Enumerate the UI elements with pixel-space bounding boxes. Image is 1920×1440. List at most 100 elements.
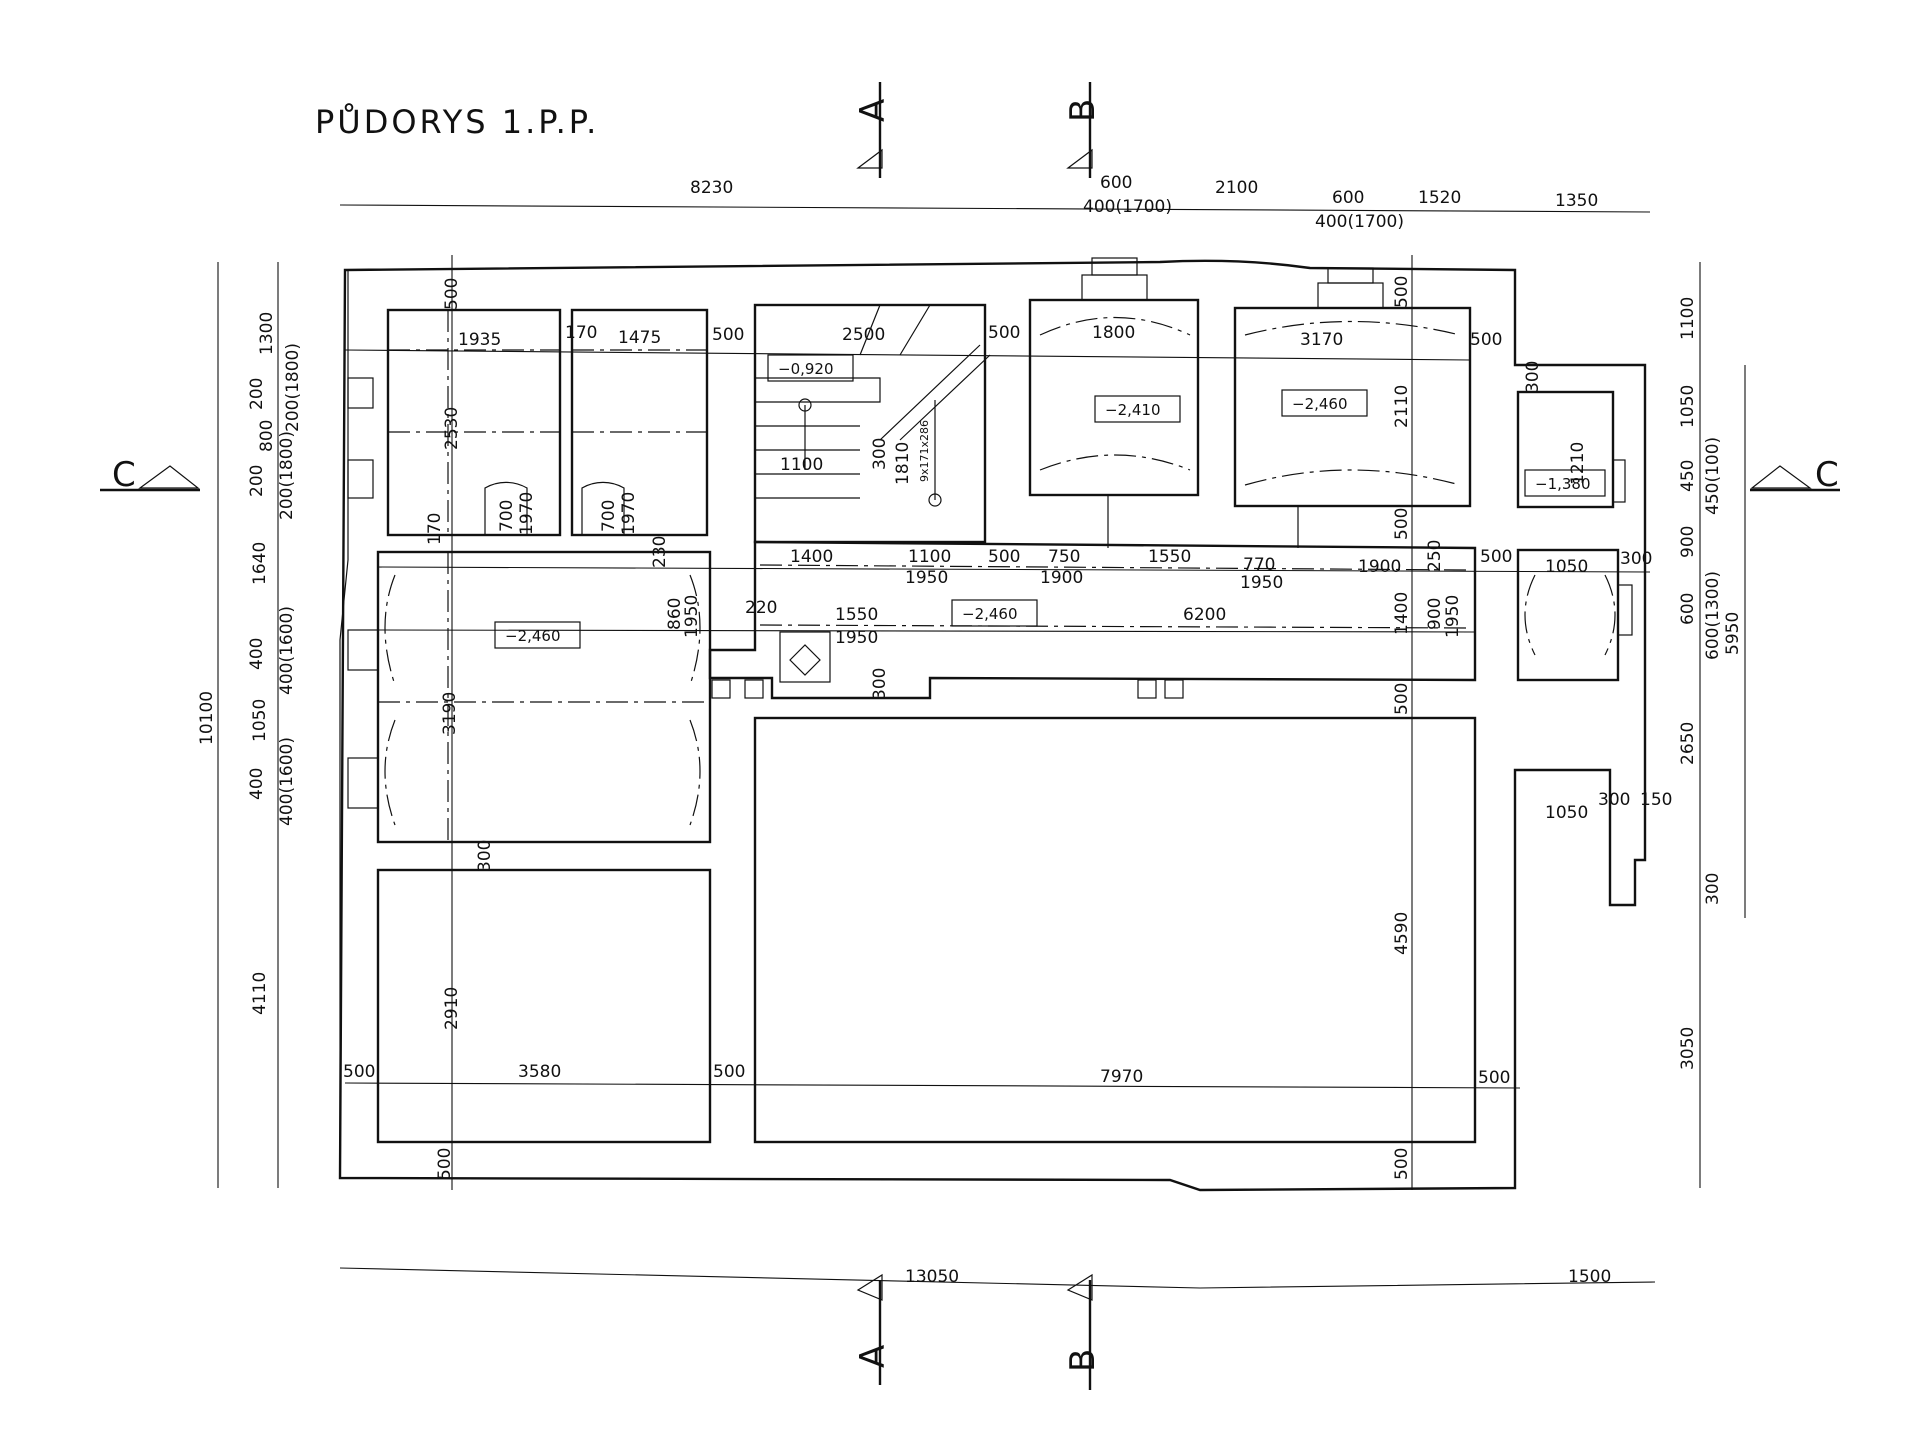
svg-text:2530: 2530	[442, 407, 462, 450]
svg-text:2910: 2910	[442, 987, 462, 1030]
dims-interior-vertical: 500 2530 170 700 1970 700 1970 230 860 1…	[425, 276, 1588, 1180]
svg-text:200: 200	[247, 378, 267, 410]
svg-text:700: 700	[599, 500, 619, 532]
svg-text:500: 500	[988, 323, 1020, 343]
svg-text:C: C	[112, 455, 136, 495]
room-lower-left	[376, 868, 712, 1144]
svg-text:860: 860	[665, 598, 685, 630]
outer-walls	[338, 259, 1647, 1192]
svg-text:400(1600): 400(1600)	[277, 606, 297, 695]
level-label-5: −2,460	[962, 605, 1018, 623]
svg-text:2500: 2500	[842, 325, 885, 345]
svg-text:9x171x286: 9x171x286	[918, 420, 931, 482]
svg-text:1935: 1935	[458, 330, 501, 350]
svg-text:500: 500	[435, 1148, 455, 1180]
section-marker-b-top: B	[1063, 82, 1103, 178]
svg-text:2650: 2650	[1678, 722, 1698, 765]
svg-text:1100: 1100	[780, 455, 823, 475]
dims-bottom: 13050 1500	[905, 1267, 1611, 1287]
level-label-3: −2,460	[1292, 395, 1348, 413]
svg-text:1050: 1050	[1545, 557, 1588, 577]
svg-text:500: 500	[343, 1062, 375, 1082]
svg-text:600: 600	[1100, 173, 1132, 193]
svg-text:500: 500	[1392, 683, 1412, 715]
svg-text:1400: 1400	[1392, 592, 1412, 635]
svg-text:200(1800): 200(1800)	[277, 431, 297, 520]
corridor	[708, 540, 1633, 700]
svg-text:1210: 1210	[1568, 442, 1588, 485]
svg-text:1950: 1950	[835, 628, 878, 648]
svg-text:1900: 1900	[1358, 557, 1401, 577]
svg-text:300: 300	[1620, 549, 1652, 569]
level-label-1: −0,920	[778, 360, 834, 378]
svg-text:1950: 1950	[1443, 595, 1463, 638]
svg-text:1050: 1050	[1678, 385, 1698, 428]
section-marker-c-right: C	[1750, 455, 1840, 495]
svg-text:B: B	[1063, 1349, 1103, 1372]
svg-text:1950: 1950	[1240, 573, 1283, 593]
svg-text:600: 600	[1332, 188, 1364, 208]
svg-text:1300: 1300	[257, 312, 277, 355]
svg-text:500: 500	[1478, 1068, 1510, 1088]
svg-text:500: 500	[988, 547, 1020, 567]
svg-text:300: 300	[475, 840, 495, 872]
svg-text:1970: 1970	[517, 492, 537, 535]
svg-text:400(1600): 400(1600)	[277, 737, 297, 826]
svg-text:3170: 3170	[1300, 330, 1343, 350]
svg-text:3050: 3050	[1678, 1027, 1698, 1070]
svg-text:1550: 1550	[835, 605, 878, 625]
svg-text:3190: 3190	[440, 692, 460, 735]
svg-text:170: 170	[565, 323, 597, 343]
svg-text:450(100): 450(100)	[1703, 437, 1723, 515]
svg-text:8230: 8230	[690, 178, 733, 198]
svg-text:400: 400	[247, 638, 267, 670]
svg-text:1520: 1520	[1418, 188, 1461, 208]
level-label-6: −2,460	[505, 627, 561, 645]
svg-text:200: 200	[247, 465, 267, 497]
dims-interior-horizontal: 1935 170 1475 500 2500 500 1800 3170 500…	[343, 323, 1672, 1088]
svg-text:300: 300	[1598, 790, 1630, 810]
svg-text:10100: 10100	[197, 691, 217, 745]
svg-text:200(1800): 200(1800)	[283, 343, 303, 432]
svg-text:170: 170	[425, 513, 445, 545]
room-upper-1	[386, 308, 562, 537]
svg-text:1500: 1500	[1568, 1267, 1611, 1287]
svg-text:1970: 1970	[619, 492, 639, 535]
svg-text:600(1300): 600(1300)	[1703, 571, 1723, 660]
section-marker-c-left: C	[100, 455, 200, 495]
svg-text:600: 600	[1678, 593, 1698, 625]
section-marker-b-bottom: B	[1063, 1273, 1103, 1390]
svg-text:5950: 5950	[1723, 612, 1743, 655]
svg-text:1050: 1050	[250, 699, 270, 742]
svg-text:3580: 3580	[518, 1062, 561, 1082]
room-upper-6	[1516, 390, 1626, 509]
svg-text:500: 500	[1392, 1148, 1412, 1180]
section-marker-a-top: A	[853, 82, 893, 178]
dims-left: 10100 1300 200 200(1800) 800 200 200(180…	[197, 312, 303, 1015]
dims-right: 1100 1050 450 450(100) 900 600 600(1300)…	[1678, 297, 1743, 1070]
svg-text:7970: 7970	[1100, 1067, 1143, 1087]
svg-text:1800: 1800	[1092, 323, 1135, 343]
svg-text:1350: 1350	[1555, 191, 1598, 211]
svg-text:2110: 2110	[1392, 385, 1412, 428]
svg-text:500: 500	[1470, 330, 1502, 350]
svg-text:1810: 1810	[893, 442, 913, 485]
svg-text:1100: 1100	[908, 547, 951, 567]
svg-text:1900: 1900	[1040, 568, 1083, 588]
svg-text:1950: 1950	[905, 568, 948, 588]
svg-text:1400: 1400	[790, 547, 833, 567]
svg-text:A: A	[853, 99, 893, 122]
svg-text:300: 300	[870, 438, 890, 470]
room-upper-5	[1233, 267, 1472, 548]
plan-title: PŮDORYS 1.P.P.	[315, 103, 599, 141]
room-upper-4	[1028, 257, 1200, 548]
svg-text:1550: 1550	[1148, 547, 1191, 567]
svg-text:400: 400	[247, 768, 267, 800]
svg-text:300: 300	[870, 668, 890, 700]
svg-text:1475: 1475	[618, 328, 661, 348]
svg-text:450: 450	[1678, 460, 1698, 492]
svg-text:C: C	[1815, 455, 1839, 495]
svg-text:300: 300	[1703, 873, 1723, 905]
svg-text:750: 750	[1048, 547, 1080, 567]
